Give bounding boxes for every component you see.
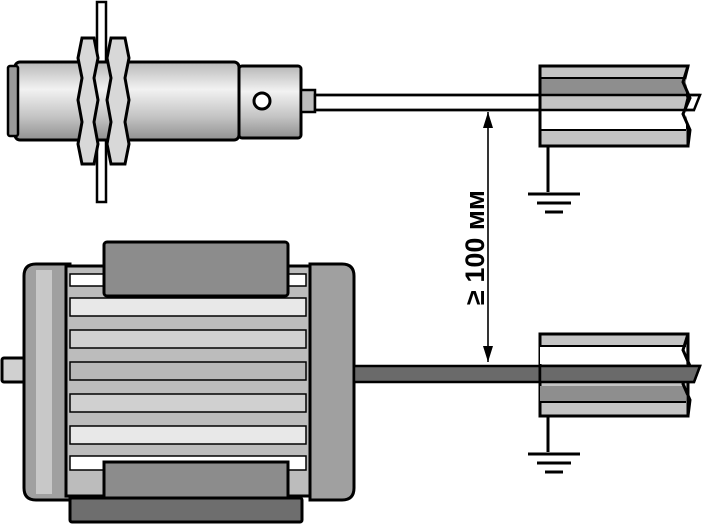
motor-base — [68, 496, 304, 524]
lower-conduit — [538, 332, 702, 418]
motor-foot — [102, 460, 290, 504]
cable-gland — [299, 88, 317, 114]
arrow-up-icon — [483, 112, 493, 128]
distance-dimension: ≥ 100 мм — [460, 112, 493, 362]
left-nut — [76, 36, 100, 166]
upper-ground-icon — [528, 146, 580, 214]
sensor-face — [6, 64, 20, 138]
arrow-down-icon — [483, 346, 493, 362]
right-nut — [105, 36, 131, 166]
terminal-box — [102, 240, 290, 298]
dimension-label: ≥ 100 мм — [460, 190, 490, 305]
cooling-fins — [69, 273, 307, 471]
front-end-bell — [308, 262, 356, 502]
electric-motor — [0, 240, 702, 524]
led-indicator-icon — [252, 91, 272, 111]
lower-ground-icon — [528, 416, 580, 474]
upper-conduit — [315, 64, 700, 148]
